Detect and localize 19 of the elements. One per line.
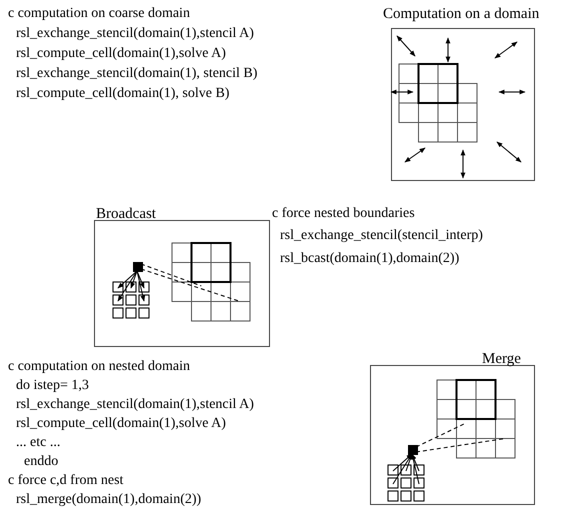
code-line: rsl_exchange_stencil(domain(1),stencil A) [16, 26, 254, 42]
code-comment: c force nested boundaries [272, 206, 415, 222]
code-comment: c force c,d from nest [8, 473, 124, 489]
code-line: ... etc ... [16, 435, 60, 451]
code-line: rsl_compute_cell(domain(1),solve A) [16, 46, 226, 62]
code-comment: c computation on coarse domain [8, 6, 190, 22]
panel-title: Merge [482, 351, 521, 367]
code-line: rsl_compute_cell(domain(1), solve B) [16, 86, 230, 102]
code-line: rsl_exchange_stencil(stencil_interp) [280, 228, 483, 244]
code-comment: c computation on nested domain [8, 359, 190, 375]
code-line: rsl_exchange_stencil(domain(1),stencil A) [16, 397, 254, 413]
panel-title: Computation on a domain [383, 6, 540, 22]
code-line: rsl_merge(domain(1),domain(2)) [16, 492, 202, 508]
code-line: enddo [24, 454, 58, 470]
code-line: rsl_exchange_stencil(domain(1), stencil B) [16, 66, 258, 82]
panel-title: Broadcast [96, 206, 156, 222]
code-line: do istep= 1,3 [16, 378, 89, 394]
code-line: rsl_bcast(domain(1),domain(2)) [280, 251, 460, 267]
code-line: rsl_compute_cell(domain(1),solve A) [16, 416, 226, 432]
